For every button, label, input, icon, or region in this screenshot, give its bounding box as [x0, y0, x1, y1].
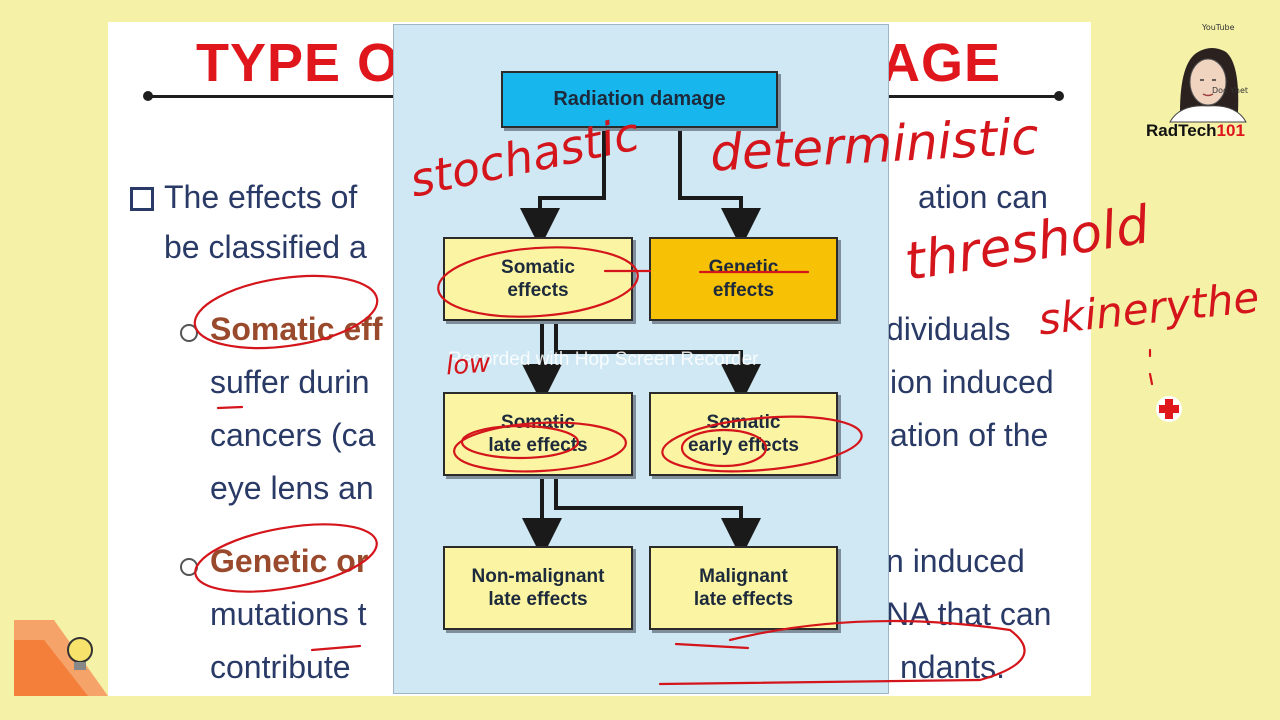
- ink-tick-right-2: [1150, 374, 1152, 384]
- mutations-line: mutations t: [210, 596, 367, 633]
- recorder-watermark: Recorded with Hop Screen Recorder: [448, 349, 759, 371]
- slide-title-right: AGE: [881, 32, 1001, 94]
- box-genetic-effects-label: Genetic effects: [709, 256, 779, 302]
- bullet-line-1-right: ation can: [918, 179, 1048, 216]
- box-somatic-late-effects: Somatic late effects: [443, 392, 633, 476]
- contribute-line-right: ndants.: [900, 649, 1005, 686]
- box-radiation-damage-label: Radiation damage: [553, 88, 725, 111]
- box-somatic-early-effects: Somatic early effects: [649, 392, 838, 476]
- box-malignant-late-effects: Malignant late effects: [649, 546, 838, 630]
- cancers-line-right: ation of the: [890, 417, 1048, 454]
- box-somatic-late-effects-label: Somatic late effects: [488, 411, 587, 457]
- mutations-line-right: NA that can: [886, 596, 1051, 633]
- box-malignant-late-effects-label: Malignant late effects: [694, 565, 793, 611]
- slide-title-left: TYPE O: [196, 32, 400, 94]
- rule-dot-right: [1054, 91, 1064, 101]
- ink-word-low: low: [445, 348, 491, 381]
- suffer-line-right: ion induced: [890, 364, 1054, 401]
- somatic-term: Somatic eff: [210, 311, 382, 348]
- genetic-line-right: n induced: [886, 543, 1025, 580]
- medical-cross-icon: [1155, 395, 1183, 423]
- brand-numbers: 101: [1217, 121, 1245, 140]
- box-nonmalignant-late-effects: Non-malignant late effects: [443, 546, 633, 630]
- eye-line: eye lens an: [210, 470, 374, 507]
- bullet-line-2: be classified a: [164, 229, 367, 266]
- youtube-label: YouTube: [1202, 23, 1235, 32]
- contribute-line: contribute: [210, 649, 351, 686]
- square-bullet-icon: [130, 187, 154, 211]
- circle-bullet-icon: [180, 558, 198, 576]
- box-radiation-damage: Radiation damage: [501, 71, 778, 128]
- brand-text: RadTech: [1146, 121, 1217, 140]
- bullet-line-1-left: The effects of: [164, 179, 357, 216]
- box-somatic-effects-label: Somatic effects: [501, 256, 575, 302]
- somatic-line-right: dividuals: [886, 311, 1011, 348]
- lightbulb-logo-icon: [14, 620, 108, 696]
- presenter-name: Doc Yhet: [1212, 86, 1248, 95]
- cancers-line: cancers (ca: [210, 417, 375, 454]
- box-somatic-early-effects-label: Somatic early effects: [688, 411, 799, 457]
- brand-logo: RadTech101: [1146, 121, 1245, 141]
- circle-bullet-icon: [180, 324, 198, 342]
- box-genetic-effects: Genetic effects: [649, 237, 838, 321]
- suffer-line: suffer durin: [210, 364, 370, 401]
- box-somatic-effects: Somatic effects: [443, 237, 633, 321]
- box-nonmalignant-late-effects-label: Non-malignant late effects: [472, 565, 605, 611]
- genetic-term: Genetic or: [210, 543, 368, 580]
